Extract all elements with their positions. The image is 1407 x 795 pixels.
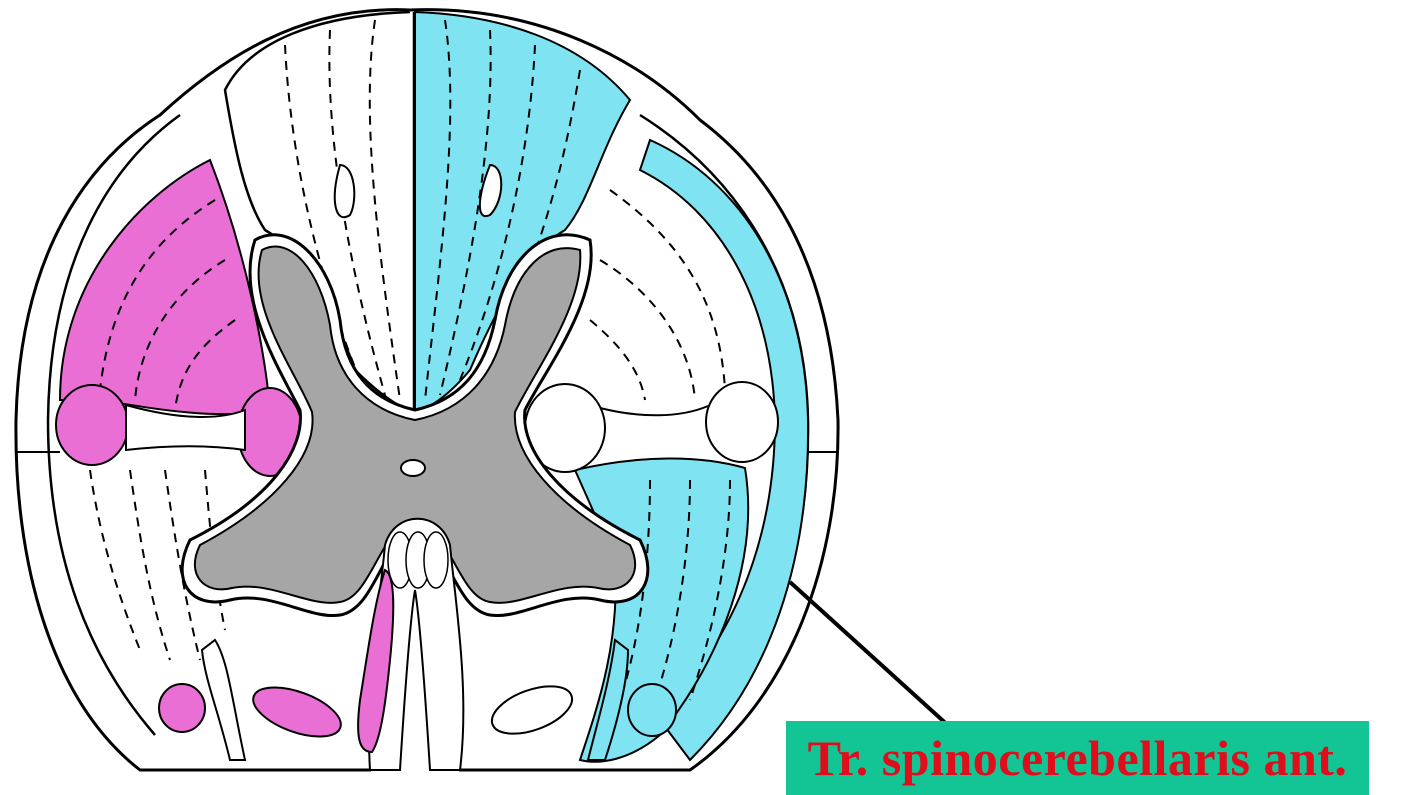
anterior-oval-3 [424,532,448,588]
left-bottom-circle [159,684,205,732]
left-lateral-oval [56,385,128,465]
tract-label-box: Tr. spinocerebellaris ant. [786,721,1369,795]
tract-label: Tr. spinocerebellaris ant. [808,729,1348,787]
label-pointer-line [790,582,962,738]
central-canal [401,460,425,476]
right-bottom-circle [628,684,676,736]
right-lateral-oval [706,382,778,462]
